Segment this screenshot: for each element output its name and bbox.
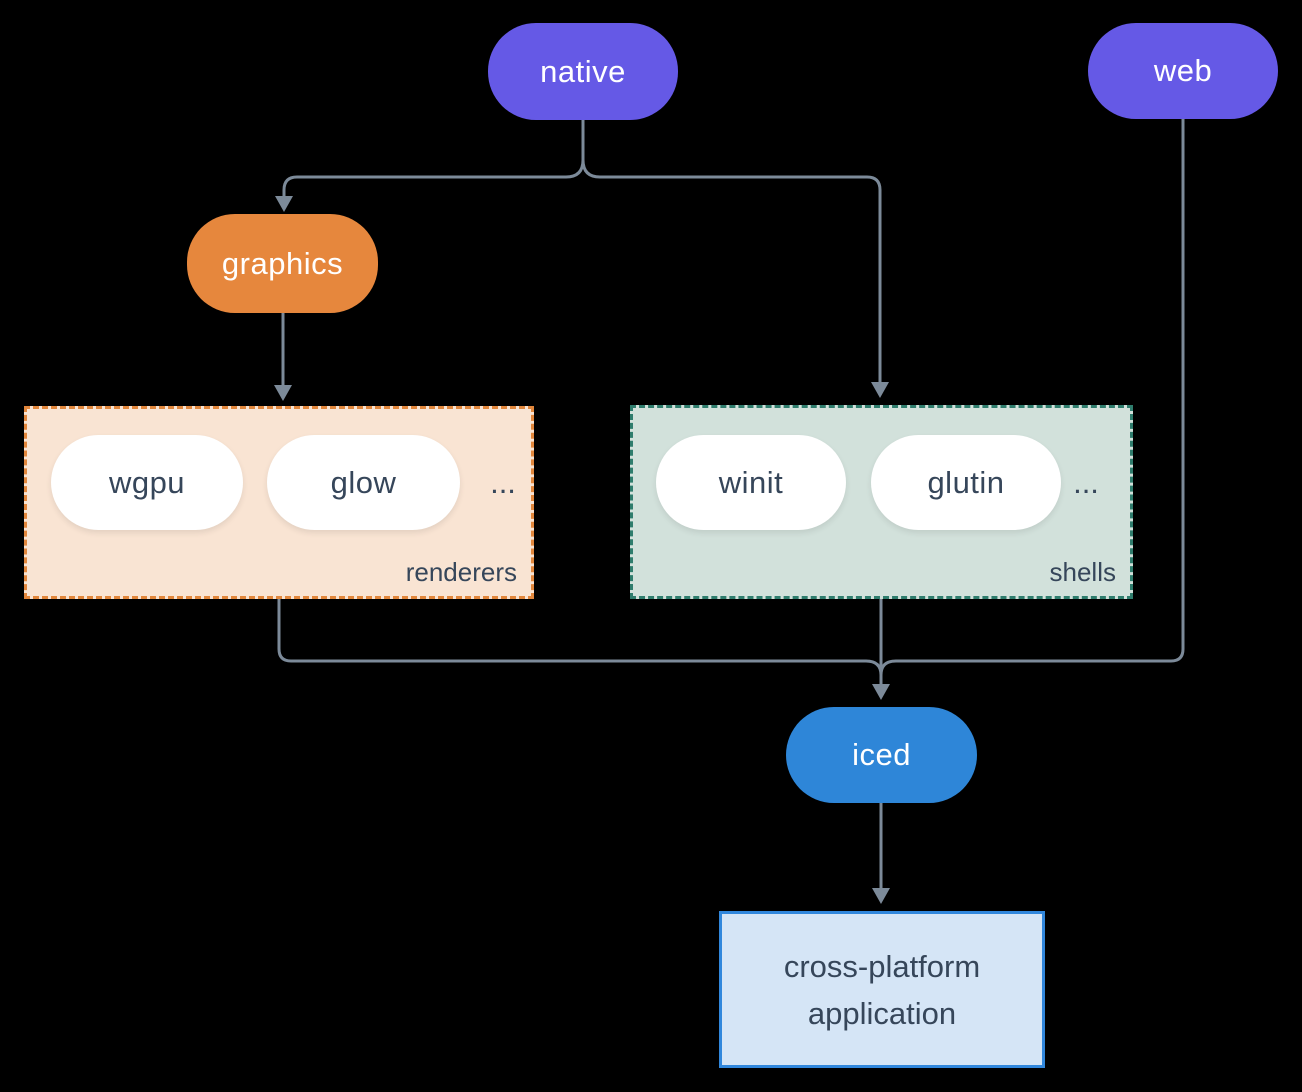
- arrowhead-into-app: [872, 888, 890, 904]
- edge-native-graphics: [282, 120, 585, 196]
- node-native-label: native: [540, 53, 626, 89]
- node-graphics: graphics: [187, 214, 378, 313]
- renderers-ellipsis: ...: [490, 464, 516, 500]
- node-web-label: web: [1153, 53, 1213, 88]
- shells-group-label: shells: [1049, 557, 1116, 587]
- node-wgpu: wgpu: [51, 435, 243, 530]
- node-native: native: [488, 23, 678, 120]
- renderers-group-label: renderers: [405, 557, 517, 587]
- node-iced-label: iced: [852, 737, 911, 772]
- node-winit: winit: [656, 435, 846, 530]
- node-glutin: glutin: [871, 435, 1061, 530]
- edge-renderers-iced: [277, 599, 883, 676]
- node-iced: iced: [786, 707, 977, 803]
- shells-ellipsis: ...: [1073, 464, 1099, 500]
- app-label-line1: cross-platform: [783, 948, 981, 984]
- group-renderers: wgpu glow ... renderers: [24, 406, 534, 599]
- arrowhead-into-renderers: [274, 385, 292, 401]
- node-glutin-label: glutin: [927, 464, 1005, 500]
- edge-native-shells: [581, 120, 882, 382]
- node-cross-platform-application: cross-platform application: [719, 911, 1045, 1068]
- node-glow-label: glow: [330, 464, 397, 500]
- arrowhead-into-iced: [872, 684, 890, 700]
- app-label-line2: application: [807, 995, 957, 1031]
- node-web: web: [1088, 23, 1278, 119]
- node-wgpu-label: wgpu: [108, 464, 186, 500]
- group-shells: winit glutin ... shells: [630, 405, 1133, 599]
- node-winit-label: winit: [718, 464, 784, 500]
- node-graphics-label: graphics: [221, 245, 344, 281]
- node-glow: glow: [267, 435, 460, 530]
- arrowhead-into-shells: [871, 382, 889, 398]
- arrowhead-into-graphics: [275, 196, 293, 212]
